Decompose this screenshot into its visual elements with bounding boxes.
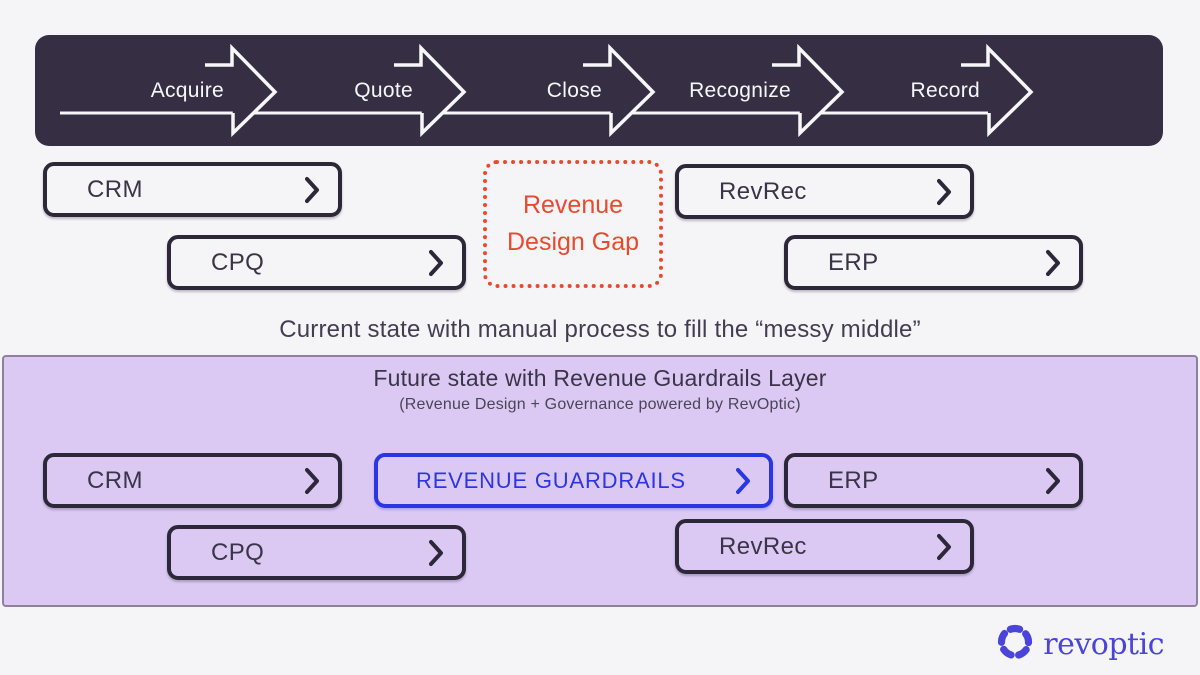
chevron-right-icon	[305, 176, 320, 204]
chevron-right-icon	[429, 249, 444, 277]
chevron-right-icon	[937, 178, 952, 206]
current-state-caption: Current state with manual process to fil…	[279, 316, 921, 343]
stage-label-quote: Quote	[354, 79, 413, 102]
stage-label-close: Close	[546, 79, 602, 102]
future-state-panel	[2, 355, 1198, 607]
chevron-right-icon	[305, 467, 320, 495]
system-box-crm: CRM	[43, 162, 342, 217]
stage-label-record: Record	[910, 79, 980, 102]
revoptic-logo: revoptic	[994, 621, 1164, 668]
system-box-erp-future: ERP	[784, 453, 1083, 508]
system-box-cpq-future: CPQ	[167, 525, 466, 580]
flow-arrow-icon	[205, 43, 278, 138]
gap-box-line1: Revenue	[522, 191, 624, 219]
future-state-title: Future state with Revenue Guardrails Lay…	[373, 365, 827, 391]
system-box-label: RevRec	[719, 532, 807, 560]
chevron-right-icon	[429, 539, 444, 567]
chevron-right-icon	[1046, 249, 1061, 277]
gap-box-line2: Design Gap	[506, 228, 640, 256]
system-box-label: CRM	[87, 175, 143, 203]
chevron-right-icon	[736, 467, 751, 495]
brand-wordmark: revoptic	[1043, 627, 1164, 662]
system-box-label: RevRec	[719, 177, 807, 205]
system-box-label: CRM	[87, 466, 143, 494]
system-box-label: ERP	[828, 248, 879, 276]
flow-arrow-icon	[583, 43, 656, 138]
flow-arrow-icon	[772, 43, 845, 138]
revenue-design-gap-box: Revenue Design Gap	[483, 160, 663, 288]
system-box-label: CPQ	[211, 248, 265, 276]
flow-arrow-icon	[961, 43, 1034, 138]
system-box-label: CPQ	[211, 538, 265, 566]
chevron-right-icon	[1046, 467, 1061, 495]
system-box-label: ERP	[828, 466, 879, 494]
chevron-right-icon	[937, 533, 952, 561]
flow-arrow-icon	[394, 43, 467, 138]
timeline-arrows-graphic	[60, 43, 1034, 138]
future-state-subtitle: (Revenue Design + Governance powered by …	[399, 396, 801, 413]
stage-label-acquire: Acquire	[150, 79, 224, 102]
revenue-guardrails-box: REVENUE GUARDRAILS	[374, 453, 773, 508]
system-box-revrec-future: RevRec	[675, 519, 974, 574]
system-box-label: REVENUE GUARDRAILS	[416, 467, 686, 493]
brand-ring-icon	[994, 621, 1036, 668]
system-box-cpq: CPQ	[167, 235, 466, 290]
stage-label-recognize: Recognize	[689, 79, 791, 102]
system-box-crm-future: CRM	[43, 453, 342, 508]
process-timeline-banner: Acquire Quote Close Recognize Record	[35, 35, 1163, 146]
system-box-erp: ERP	[784, 235, 1083, 290]
system-box-revrec: RevRec	[675, 164, 974, 219]
